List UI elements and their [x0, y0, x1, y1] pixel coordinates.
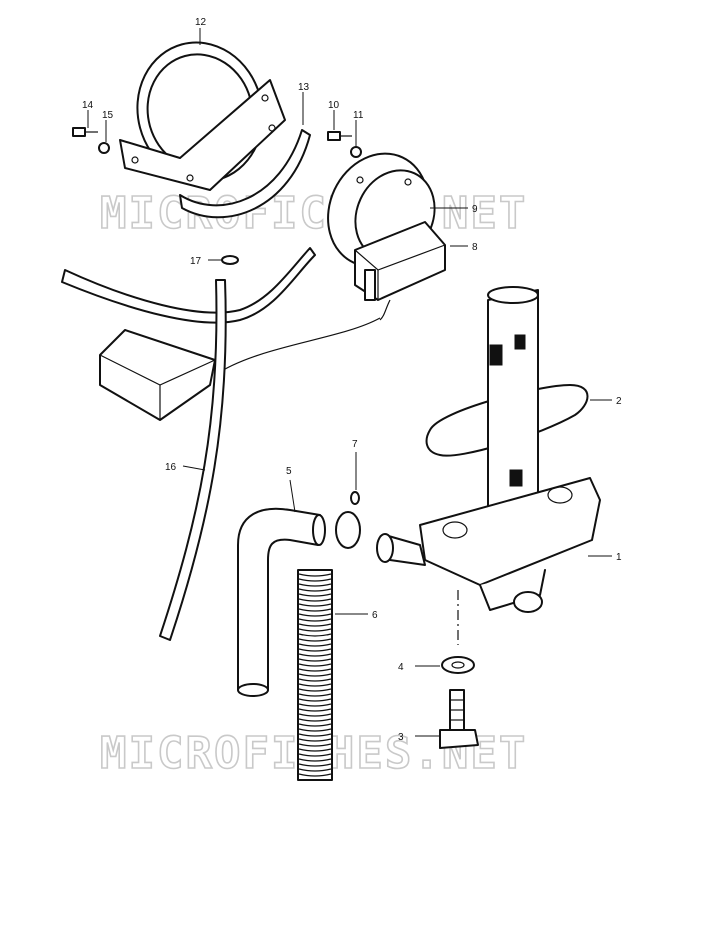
hose-rib — [298, 588, 332, 592]
part-7-clamp — [335, 491, 361, 549]
hose-rib — [298, 758, 332, 762]
hose-rib — [298, 763, 332, 767]
hose-rib — [298, 603, 332, 607]
hose-rib — [298, 648, 332, 652]
part-14-screw — [72, 127, 98, 137]
hose-rib — [298, 668, 332, 672]
callout-15: 15 — [102, 110, 114, 121]
hose-rib — [298, 643, 332, 647]
part-10-screw — [327, 131, 352, 141]
hose-rib — [298, 673, 332, 677]
callout-17: 17 — [190, 256, 202, 267]
hose-rib — [298, 748, 332, 752]
hose-rib — [298, 608, 332, 612]
callout-5: 5 — [286, 466, 292, 477]
hose-rib — [298, 658, 332, 662]
hose-rib — [298, 618, 332, 622]
part-8-sender-unit — [354, 221, 446, 321]
callout-16: 16 — [165, 462, 177, 473]
hose-rib — [298, 773, 332, 777]
hose-rib — [298, 693, 332, 697]
sender-wire — [214, 317, 381, 376]
callout-13: 13 — [298, 82, 310, 93]
part-1-fuel-valve — [376, 286, 601, 613]
callout-12: 12 — [195, 17, 207, 28]
part-17-clip — [221, 255, 239, 265]
callout-3: 3 — [398, 732, 404, 743]
hose-rib — [298, 578, 332, 582]
hose-rib — [298, 663, 332, 667]
wire-harness — [61, 247, 316, 324]
hose-rib — [298, 708, 332, 712]
callout-11: 11 — [353, 110, 364, 121]
hose-rib — [298, 598, 332, 602]
hose-rib — [298, 688, 332, 692]
part-13-gasket — [179, 129, 311, 219]
callout-8: 8 — [472, 242, 478, 253]
hose-rib — [298, 678, 332, 682]
hose-rib — [298, 738, 332, 742]
hose-rib — [298, 623, 332, 627]
callout-2: 2 — [616, 396, 622, 407]
leader-lines — [87, 28, 612, 737]
callout-14: 14 — [82, 100, 94, 111]
callout-7: 7 — [352, 439, 358, 450]
part-6-corrugated-hose — [297, 569, 333, 781]
callout-1: 1 — [616, 552, 622, 563]
hose-rib — [298, 768, 332, 772]
callout-9: 9 — [472, 204, 478, 215]
part-3-bolt — [439, 689, 479, 749]
callout-4: 4 — [398, 662, 404, 673]
callout-6: 6 — [372, 610, 378, 621]
hose-rib — [298, 703, 332, 707]
hose-rib — [298, 698, 332, 702]
hose-rib — [298, 633, 332, 637]
hose-rib — [298, 638, 332, 642]
hose-rib — [298, 743, 332, 747]
hose-rib — [298, 593, 332, 597]
hose-rib — [298, 683, 332, 687]
hose-rib — [298, 628, 332, 632]
part-11-washer — [350, 146, 362, 158]
hose-rib — [298, 573, 332, 577]
hose-rib — [298, 653, 332, 657]
watermark-top: MICROFICHES.NET — [100, 188, 527, 239]
hose-rib — [298, 713, 332, 717]
part-16-hose — [159, 279, 227, 641]
hose-rib — [298, 728, 332, 732]
hose-rib — [298, 733, 332, 737]
part-4-washer — [441, 656, 475, 674]
hose-rib — [298, 613, 332, 617]
hose-rib — [298, 723, 332, 727]
part-15-washer — [98, 142, 110, 154]
hose-rib — [298, 718, 332, 722]
hose-rib — [298, 583, 332, 587]
connector-box — [99, 329, 216, 421]
hose-rib — [298, 753, 332, 757]
part-12-band — [119, 41, 286, 191]
callout-10: 10 — [328, 100, 340, 111]
